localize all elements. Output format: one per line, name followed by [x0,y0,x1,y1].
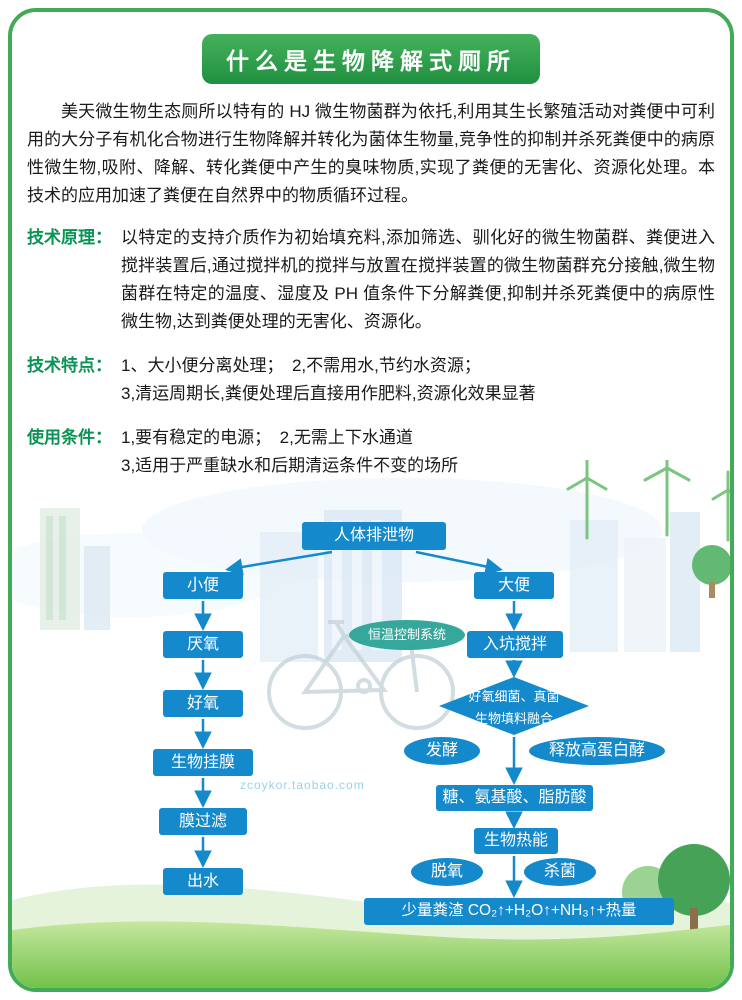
intro-paragraph: 美天微生物生态厕所以特有的 HJ 微生物菌群为依托,利用其生长繁殖活动对粪便中可… [27,102,715,205]
section-principle-body: 以特定的支持介质作为初始填充料,添加筛选、驯化好的微生物菌群、粪便进入搅拌装置后… [121,224,715,336]
flow-node-outflow: 出水 [163,868,243,895]
section-conditions-label: 使用条件： [27,428,112,447]
section-conditions: 使用条件： 1,要有稳定的电源； 2,无需上下水通道 3,适用于严重缺水和后期清… [27,424,715,480]
flow-node-diamond: 好氧细菌、真菌 生物填料融合 [439,684,589,728]
flow-node-deoxygen: 脱氧 [411,858,483,886]
flow-node-source: 人体排泄物 [302,522,446,550]
flow-node-biofilm: 生物挂膜 [153,749,253,776]
diamond-line2: 生物填料融合 [474,710,553,726]
flow-node-temperature-control: 恒温控制系统 [349,620,465,650]
section-principle-text: 以特定的支持介质作为初始填充料,添加筛选、驯化好的微生物菌群、粪便进入搅拌装置后… [121,228,715,331]
flow-node-aerobic: 好氧 [163,690,243,717]
flow-node-sterilize: 杀菌 [524,858,596,886]
section-principle: 技术原理： 以特定的支持介质作为初始填充料,添加筛选、驯化好的微生物菌群、粪便进… [27,224,715,336]
section-conditions-body: 1,要有稳定的电源； 2,无需上下水通道 3,适用于严重缺水和后期清运条件不变的… [121,424,715,480]
section-features-line1: 1、大小便分离处理； 2,不需用水,节约水资源； [121,356,481,375]
page-title: 什么是生物降解式厕所 [202,34,540,84]
grass-band [12,921,730,988]
page-frame: 什么是生物降解式厕所 美天微生物生态厕所以特有的 HJ 微生物菌群为依托,利用其… [8,8,734,992]
flowchart-area: zcoykor.taobao.com [12,460,730,988]
arrow-source-feces [415,550,503,576]
wind-turbines [566,460,730,542]
flow-node-result: 少量粪渣 CO₂↑+H₂O↑+NH₃↑+热量 [364,898,674,925]
flow-node-protein: 释放高蛋白酵 [529,737,665,765]
watermark: zcoykor.taobao.com [240,778,365,792]
flow-node-products: 糖、氨基酸、脂肪酸 [436,785,593,811]
section-features: 技术特点： 1、大小便分离处理； 2,不需用水,节约水资源； 3,清运周期长,粪… [27,352,715,408]
section-principle-label: 技术原理： [27,228,112,247]
section-features-label: 技术特点： [27,356,112,375]
diamond-shape [439,677,589,735]
flow-node-urine: 小便 [163,572,243,599]
flow-node-ferment: 发酵 [404,737,480,765]
arrow-source-urine [225,550,333,576]
flow-node-membrane: 膜过滤 [159,808,247,835]
tree-icons [692,545,730,598]
section-features-body: 1、大小便分离处理； 2,不需用水,节约水资源； 3,清运周期长,粪便处理后直接… [121,352,715,408]
flow-node-stir: 入坑搅拌 [467,631,563,658]
flow-node-feces: 大便 [474,572,554,599]
flow-node-bioheat: 生物热能 [474,828,558,854]
diamond-line1: 好氧细菌、真菌 [468,688,560,704]
bicycle-icon [267,619,455,730]
section-conditions-line2: 3,适用于严重缺水和后期清运条件不变的场所 [121,456,459,475]
section-conditions-line1: 1,要有稳定的电源； 2,无需上下水通道 [121,428,413,447]
description-content: 美天微生物生态厕所以特有的 HJ 微生物菌群为依托,利用其生长繁殖活动对粪便中可… [12,84,730,480]
flow-node-anaerobic: 厌氧 [163,631,243,658]
section-features-line2: 3,清运周期长,粪便处理后直接用作肥料,资源化效果显著 [121,384,536,403]
flow-arrows [194,550,589,898]
